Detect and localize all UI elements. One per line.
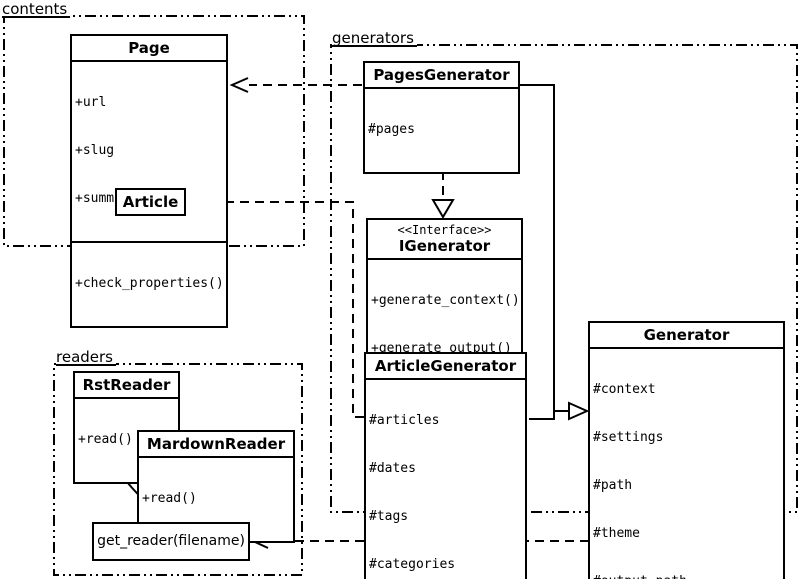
class-title: Page <box>128 39 170 57</box>
class-title: RstReader <box>82 376 171 394</box>
class-attributes: #pages <box>365 87 518 172</box>
class-methods: +read() <box>75 397 178 482</box>
attribute-line: #output_path <box>593 574 780 579</box>
class-title: PagesGenerator <box>373 66 510 84</box>
class-box-page: Page +url +slug +summary +check_properti… <box>70 34 228 328</box>
class-title: Generator <box>643 326 730 344</box>
class-attributes: #context #settings #path #theme #output_… <box>590 347 783 579</box>
method-line: +check_properties() <box>75 276 224 291</box>
hollow-triangle-icon <box>568 401 590 421</box>
function-label: get_reader(filename) <box>97 533 245 549</box>
class-box-generator: Generator #context #settings #path #them… <box>588 321 785 579</box>
open-arrowhead-icon <box>229 77 249 93</box>
attribute-line: #theme <box>593 526 640 541</box>
package-label-contents: contents <box>2 0 71 18</box>
attribute-line: #articles <box>369 413 440 428</box>
method-line: +generate_context() <box>371 293 520 308</box>
attribute-line: #path <box>593 478 633 493</box>
attribute-line: #pages <box>368 122 415 137</box>
package-label-generators: generators <box>332 29 417 47</box>
class-title: IGenerator <box>398 237 491 255</box>
inheritance-arrow-generators-to-generator <box>520 84 590 421</box>
class-methods: +check_properties() <box>72 241 226 326</box>
attribute-line: #dates <box>369 461 416 476</box>
class-stereotype: <<Interface>> <box>397 223 492 237</box>
attribute-line: #settings <box>593 430 664 445</box>
attribute-line: #tags <box>369 509 409 524</box>
method-line: +read() <box>142 491 197 506</box>
package-label-readers: readers <box>56 348 116 366</box>
attribute-line: #categories <box>369 557 456 572</box>
attribute-line: +slug <box>75 143 115 158</box>
dependency-arrow-pagesgenerator-to-page <box>229 77 362 93</box>
attribute-line: #context <box>593 382 656 397</box>
method-line: +read() <box>78 432 133 447</box>
class-methods: +read() <box>139 456 293 541</box>
class-title: Article <box>122 193 179 211</box>
class-box-pagesgenerator: PagesGenerator #pages <box>363 61 520 174</box>
hollow-triangle-icon <box>431 199 455 219</box>
class-attributes: #articles #dates #tags #categories <box>366 378 525 579</box>
class-box-article: Article <box>115 188 186 216</box>
function-box-get-reader: get_reader(filename) <box>92 522 250 561</box>
class-title: MardownReader <box>146 435 286 453</box>
class-title: ArticleGenerator <box>374 357 517 375</box>
class-box-articlegenerator: ArticleGenerator #articles #dates #tags … <box>364 352 527 579</box>
attribute-line: +url <box>75 95 107 110</box>
